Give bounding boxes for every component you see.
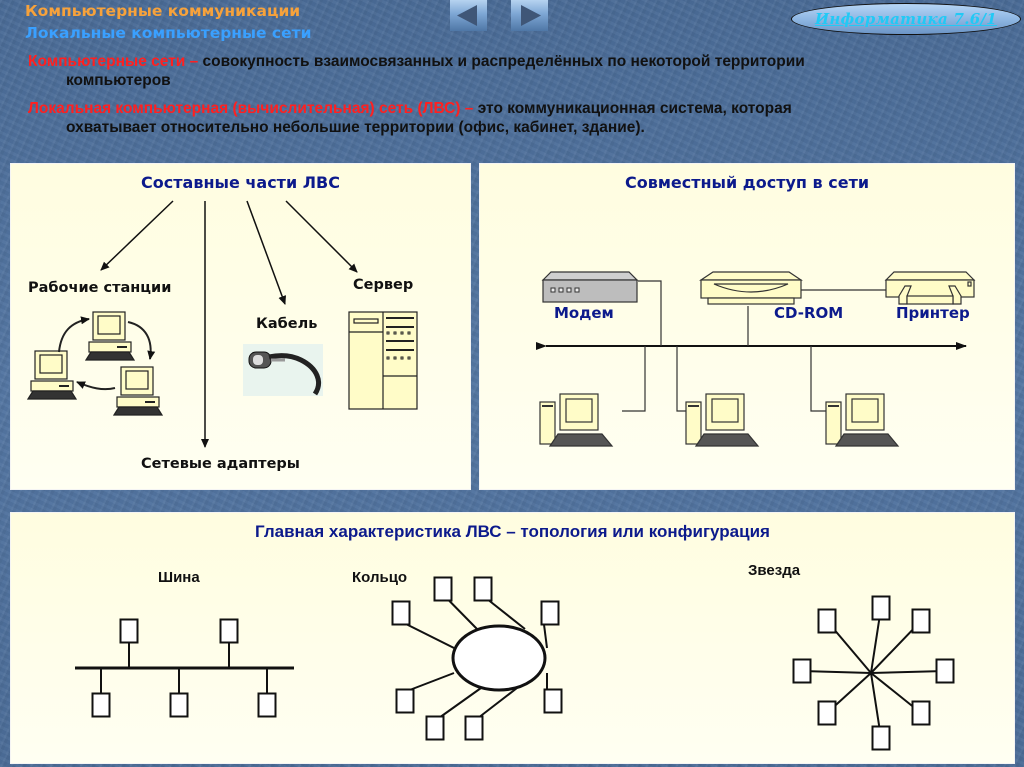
ring-link (488, 599, 526, 630)
ring-link (543, 624, 548, 649)
label-server: Сервер (353, 277, 414, 293)
ring-ellipse (451, 624, 547, 692)
ring-node (395, 688, 415, 714)
star-node (911, 608, 931, 634)
definition-lan: Локальная компьютерная (вычислительная) … (28, 99, 988, 137)
ring-node (473, 576, 493, 602)
modem-icon (541, 271, 639, 303)
ring-link (448, 599, 478, 630)
ring-link (479, 687, 518, 718)
slide-title: Компьютерные коммуникации (25, 2, 301, 20)
definition-text: совокупность взаимосвязанных и распредел… (198, 53, 805, 70)
computer-icon (825, 393, 900, 447)
topology-diagrams (75, 576, 955, 751)
star-node (911, 700, 931, 726)
definition-text: это коммуникационная система, которая (473, 100, 792, 117)
arrow-to-server (285, 200, 358, 273)
label-ring-topology: Кольцо (352, 569, 408, 586)
star-node (935, 658, 955, 684)
star-node (871, 725, 891, 751)
bus-node (119, 618, 139, 644)
prev-slide-button[interactable] (450, 0, 487, 31)
components-panel-title: Составные части ЛВС (141, 173, 340, 192)
ring-node (464, 715, 484, 741)
label-modem: Модем (554, 304, 614, 322)
computer-icon (84, 311, 136, 361)
definition-term: Компьютерные сети – (28, 53, 199, 70)
star-link (870, 670, 946, 674)
next-slide-button[interactable] (511, 0, 548, 31)
definition-continuation: компьютеров (66, 72, 171, 89)
ring-node (540, 600, 560, 626)
shared-access-panel-title: Совместный доступ в сети (624, 173, 870, 192)
shared-access-panel: Совместный доступ в сети (479, 163, 1015, 490)
bus-node (169, 692, 189, 718)
slide-subtitle: Локальные компьютерные сети (25, 24, 312, 42)
ring-link (410, 672, 455, 691)
workstations-ring-icon (26, 311, 164, 416)
star-node (871, 595, 891, 621)
computer-icon (685, 393, 760, 447)
topology-panel-title: Главная характеристика ЛВС – топология и… (255, 522, 770, 541)
definition-continuation: охватывает относительно небольшие террит… (66, 119, 645, 136)
label-printer: Принтер (896, 304, 970, 322)
star-link (801, 670, 872, 674)
ring-link (440, 687, 482, 718)
ring-link (406, 623, 455, 649)
cable-icon (243, 344, 323, 396)
label-network-adapters: Сетевые адаптеры (141, 456, 300, 472)
computer-icon (539, 393, 614, 447)
triangle-right-icon (521, 5, 541, 26)
star-node (817, 608, 837, 634)
course-badge-link[interactable]: Информатика 7.6/1 (791, 3, 1021, 35)
components-panel: Составные части ЛВС (10, 163, 471, 490)
computers (539, 393, 900, 447)
printer-icon (884, 271, 976, 305)
star-node (817, 700, 837, 726)
ring-node (433, 576, 453, 602)
components-arrows (26, 200, 418, 448)
shared-access-diagram (536, 271, 976, 447)
course-badge-text: Информатика 7.6/1 (814, 10, 998, 28)
bus-node (91, 692, 111, 718)
arrow-to-workstations (100, 200, 174, 271)
server-icon (348, 311, 418, 410)
definition-term: Локальная компьютерная (вычислительная) … (28, 100, 474, 117)
bus-node (257, 692, 277, 718)
star-hub (869, 671, 873, 675)
ring-node (391, 600, 411, 626)
label-cable: Кабель (256, 316, 318, 332)
label-workstations: Рабочие станции (28, 280, 172, 296)
arrow-to-cable (246, 200, 286, 305)
label-cdrom: CD-ROM (774, 304, 844, 322)
label-bus-topology: Шина (158, 569, 200, 586)
definition-computer-networks: Компьютерные сети – совокупность взаимос… (28, 52, 988, 90)
computer-icon (112, 366, 164, 416)
ring-node (425, 715, 445, 741)
ring-node (543, 688, 563, 714)
computer-icon (26, 350, 78, 400)
cdrom-icon (699, 271, 803, 305)
star-node (792, 658, 812, 684)
topology-panel: Главная характеристика ЛВС – топология и… (10, 512, 1015, 764)
label-star-topology: Звезда (748, 562, 801, 579)
triangle-left-icon (457, 5, 477, 26)
bus-node (219, 618, 239, 644)
